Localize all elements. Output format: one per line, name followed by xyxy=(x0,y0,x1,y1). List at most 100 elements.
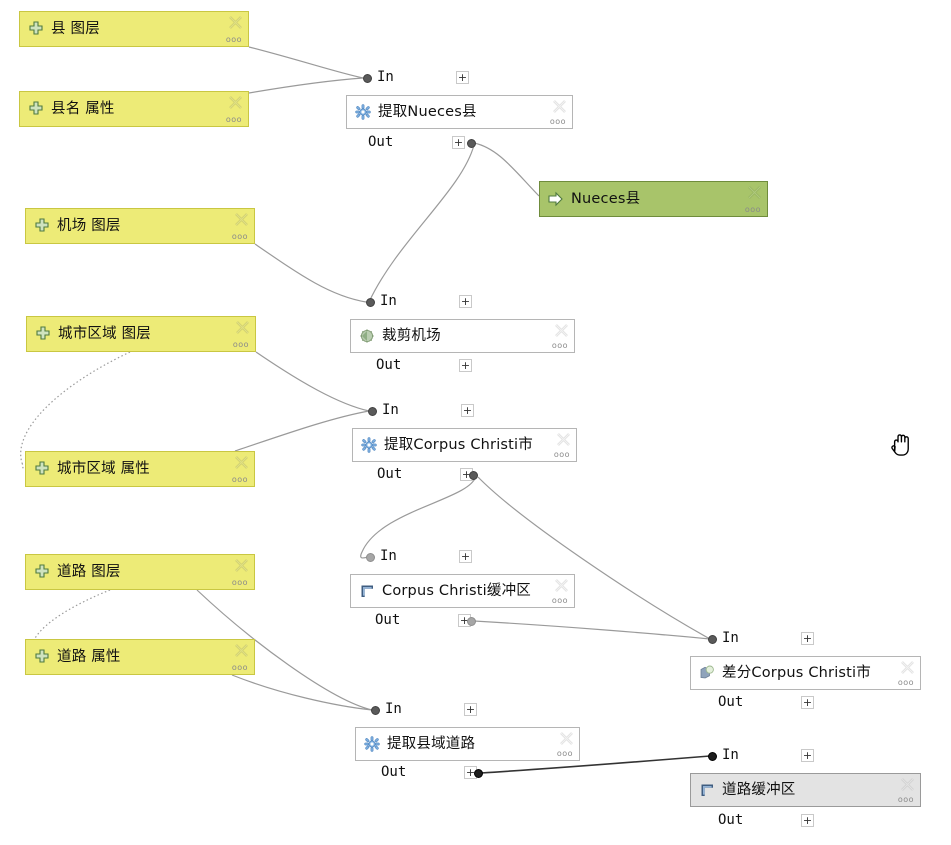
add-input-button-erase-corpus-christi[interactable]: + xyxy=(801,632,814,645)
close-icon[interactable] xyxy=(552,99,567,114)
port-dot[interactable] xyxy=(366,298,375,307)
node-result-nueces-county[interactable]: Nueces县 ooo xyxy=(539,181,768,217)
node-label: 提取Nueces县 xyxy=(378,103,477,120)
port-dot[interactable] xyxy=(467,617,476,626)
port-dot[interactable] xyxy=(363,74,372,83)
layer-plus-icon xyxy=(35,326,51,342)
node-menu-dots[interactable]: ooo xyxy=(232,340,249,349)
node-county-name-attribute[interactable]: 县名 属性 ooo xyxy=(19,91,249,127)
add-input-button-clip-airport[interactable]: + xyxy=(459,295,472,308)
port-dot[interactable] xyxy=(371,706,380,715)
node-urban-area-attribute[interactable]: 城市区域 属性 ooo xyxy=(25,451,255,487)
layer-plus-icon xyxy=(34,649,50,665)
node-menu-dots[interactable]: ooo xyxy=(225,115,242,124)
node-menu-dots[interactable]: ooo xyxy=(549,117,566,126)
close-icon[interactable] xyxy=(234,212,249,227)
close-icon[interactable] xyxy=(554,578,569,593)
close-icon[interactable] xyxy=(900,660,915,675)
port-dot[interactable] xyxy=(366,553,375,562)
node-menu-dots[interactable]: ooo xyxy=(231,475,248,484)
node-menu-dots[interactable]: ooo xyxy=(231,578,248,587)
node-menu-dots[interactable]: ooo xyxy=(556,749,573,758)
add-input-button-road-buffer[interactable]: + xyxy=(801,749,814,762)
close-icon[interactable] xyxy=(228,95,243,110)
erase-icon xyxy=(699,665,715,681)
close-icon[interactable] xyxy=(228,15,243,30)
port-dot[interactable] xyxy=(708,752,717,761)
wire-buffer-to-erase xyxy=(473,620,711,640)
node-menu-dots[interactable]: ooo xyxy=(225,35,242,44)
node-extract-county-roads[interactable]: 提取县域道路 ooo xyxy=(355,727,580,761)
port-label: In xyxy=(722,630,739,646)
node-label: 县名 属性 xyxy=(51,100,115,117)
node-label: 道路缓冲区 xyxy=(722,781,796,798)
add-output-button-road-buffer[interactable]: + xyxy=(801,814,814,827)
layer-plus-icon xyxy=(34,564,50,580)
add-input-button-extract-nueces[interactable]: + xyxy=(456,71,469,84)
layer-plus-icon xyxy=(34,461,50,477)
node-extract-corpus-christi-city[interactable]: 提取Corpus Christi市 ooo xyxy=(352,428,577,462)
close-icon[interactable] xyxy=(235,320,250,335)
node-label: 提取Corpus Christi市 xyxy=(384,436,533,453)
port-label: Out xyxy=(381,764,407,780)
node-corpus-christi-buffer[interactable]: Corpus Christi缓冲区 ooo xyxy=(350,574,575,608)
wire-extract-out-to-result xyxy=(473,142,540,197)
node-road-buffer[interactable]: 道路缓冲区 ooo xyxy=(690,773,921,807)
node-menu-dots[interactable]: ooo xyxy=(231,663,248,672)
layer-plus-icon xyxy=(28,101,44,117)
port-label: Out xyxy=(375,612,401,628)
close-icon[interactable] xyxy=(900,777,915,792)
add-output-button-extract-nueces[interactable]: + xyxy=(452,136,465,149)
node-menu-dots[interactable]: ooo xyxy=(551,341,568,350)
node-erase-corpus-christi-city[interactable]: 差分Corpus Christi市 ooo xyxy=(690,656,921,690)
close-icon[interactable] xyxy=(747,185,762,200)
close-icon[interactable] xyxy=(559,731,574,746)
close-icon[interactable] xyxy=(234,558,249,573)
port-dot[interactable] xyxy=(708,635,717,644)
node-label: 差分Corpus Christi市 xyxy=(722,664,871,681)
port-dot[interactable] xyxy=(469,471,478,480)
node-label: 提取县域道路 xyxy=(387,735,476,752)
layer-plus-icon xyxy=(34,218,50,234)
add-output-button-clip-airport[interactable]: + xyxy=(459,359,472,372)
add-input-button-extract-county-roads[interactable]: + xyxy=(464,703,477,716)
node-extract-nueces-county[interactable]: 提取Nueces县 ooo xyxy=(346,95,573,129)
port-dot[interactable] xyxy=(467,139,476,148)
node-road-attribute[interactable]: 道路 属性 ooo xyxy=(25,639,255,675)
node-label: 城市区域 图层 xyxy=(58,325,152,342)
node-label: 道路 图层 xyxy=(57,563,121,580)
port-label: In xyxy=(380,293,397,309)
wire-county-name-to-extract xyxy=(248,77,364,94)
port-dot[interactable] xyxy=(474,769,483,778)
node-menu-dots[interactable]: ooo xyxy=(897,678,914,687)
wire-urban-attr-to-extractcc xyxy=(234,410,370,452)
add-input-button-extract-corpus-christi[interactable]: + xyxy=(461,404,474,417)
node-menu-dots[interactable]: ooo xyxy=(744,205,761,214)
node-clip-airport[interactable]: 裁剪机场 ooo xyxy=(350,319,575,353)
layer-plus-icon xyxy=(28,21,44,37)
add-output-button-extract-county-roads[interactable]: + xyxy=(464,766,477,779)
gear-blue-icon xyxy=(355,104,371,120)
close-icon[interactable] xyxy=(234,643,249,658)
node-label: 机场 图层 xyxy=(57,217,121,234)
node-county-layer[interactable]: 县 图层 ooo xyxy=(19,11,249,47)
gear-blue-icon xyxy=(361,437,377,453)
port-dot[interactable] xyxy=(368,407,377,416)
node-label: Nueces县 xyxy=(571,190,641,207)
add-output-button-erase-corpus-christi[interactable]: + xyxy=(801,696,814,709)
port-label: Out xyxy=(376,357,402,373)
node-menu-dots[interactable]: ooo xyxy=(551,596,568,605)
arrow-right-icon xyxy=(548,191,564,207)
node-road-layer[interactable]: 道路 图层 ooo xyxy=(25,554,255,590)
node-urban-area-layer[interactable]: 城市区域 图层 ooo xyxy=(26,316,256,352)
node-menu-dots[interactable]: ooo xyxy=(897,795,914,804)
wire-extractcc-to-buffer xyxy=(360,475,477,559)
node-airport-layer[interactable]: 机场 图层 ooo xyxy=(25,208,255,244)
close-icon[interactable] xyxy=(554,323,569,338)
add-input-button-corpus-christi-buffer[interactable]: + xyxy=(459,550,472,563)
close-icon[interactable] xyxy=(234,455,249,470)
node-menu-dots[interactable]: ooo xyxy=(553,450,570,459)
node-menu-dots[interactable]: ooo xyxy=(231,232,248,241)
close-icon[interactable] xyxy=(556,432,571,447)
